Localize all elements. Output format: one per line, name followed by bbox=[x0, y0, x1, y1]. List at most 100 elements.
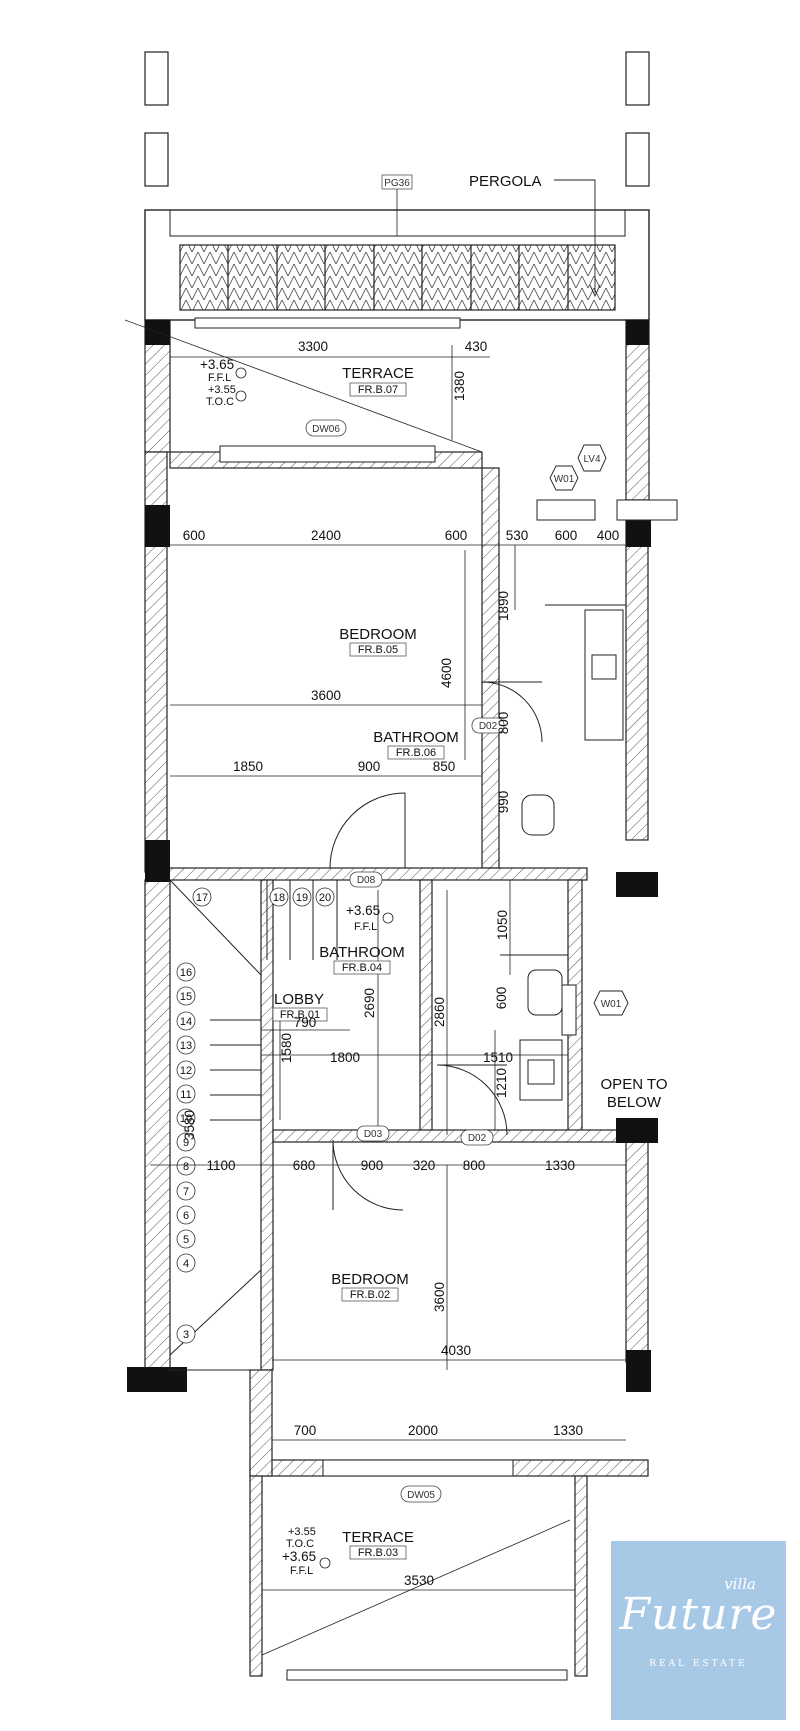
tag-d08: D08 bbox=[357, 875, 376, 886]
stair-step-circle bbox=[176, 1132, 196, 1152]
dim-1210: 1210 bbox=[494, 1068, 509, 1098]
stair-step-number: 8 bbox=[183, 1161, 189, 1173]
level-bot-toc-label: T.O.C bbox=[286, 1538, 314, 1550]
tag-w01-mid: W01 bbox=[601, 999, 622, 1010]
stair-step-number: 15 bbox=[180, 991, 192, 1003]
dim-3580: 3580 bbox=[182, 1110, 197, 1140]
dim-1510: 1510 bbox=[483, 1050, 513, 1065]
dim-600-v: 600 bbox=[494, 987, 509, 1010]
dim-800-h: 800 bbox=[463, 1158, 486, 1173]
room-code-terrace-top: FR.B.07 bbox=[358, 384, 398, 396]
stair-step-number: 16 bbox=[180, 967, 192, 979]
room-name-bathroom-mid: BATHROOM bbox=[319, 944, 405, 961]
stair-step-number: 17 bbox=[196, 892, 208, 904]
dim-4600: 4600 bbox=[439, 658, 454, 688]
room-code-bathroom-top: FR.B.06 bbox=[396, 747, 436, 759]
brand-name: Future bbox=[619, 1589, 778, 1640]
level-markers: +3.65 F.F.L +3.55 T.O.C +3.65 F.F.L +3.5… bbox=[200, 357, 394, 1577]
pergola-label: PERGOLA bbox=[469, 173, 542, 190]
dim-1800: 1800 bbox=[330, 1050, 360, 1065]
dim-400: 400 bbox=[597, 528, 620, 543]
dim-1050: 1050 bbox=[495, 910, 510, 940]
dim-790: 790 bbox=[294, 1015, 317, 1030]
dim-530: 530 bbox=[506, 528, 529, 543]
pergola: PG36 PERGOLA bbox=[144, 173, 650, 321]
dim-320: 320 bbox=[413, 1158, 436, 1173]
stair-step-number: 18 bbox=[273, 892, 285, 904]
dim-850: 850 bbox=[433, 759, 456, 774]
stair-step-number: 4 bbox=[183, 1258, 189, 1270]
tag-d03: D03 bbox=[364, 1129, 383, 1140]
dim-2400: 2400 bbox=[311, 528, 341, 543]
stair-step-circle bbox=[176, 1060, 196, 1080]
room-code-lobby: FR.B.01 bbox=[280, 1009, 320, 1021]
dim-430: 430 bbox=[465, 339, 488, 354]
stair-step-circle bbox=[176, 1035, 196, 1055]
structural-columns bbox=[127, 320, 658, 1392]
dim-600-b: 600 bbox=[445, 528, 468, 543]
bathroom-fixtures bbox=[500, 604, 626, 1101]
level-top-toc: +3.55 bbox=[208, 384, 236, 396]
dim-3300: 3300 bbox=[298, 339, 328, 354]
dim-3530: 3530 bbox=[404, 1573, 434, 1588]
stair-step-circle bbox=[176, 1084, 196, 1104]
element-tags: DW06 DW05 D08 D03 D02 D02 LV4 W01 W01 bbox=[305, 419, 629, 1503]
dimension-lines bbox=[150, 345, 626, 1591]
stair-step-circle bbox=[176, 1156, 196, 1176]
stair-step-circle bbox=[176, 1205, 196, 1225]
level-bot-ffl: +3.65 bbox=[282, 1549, 316, 1564]
open-to-below-line2: BELOW bbox=[607, 1094, 662, 1111]
dim-1380: 1380 bbox=[452, 371, 467, 401]
room-name-terrace-top: TERRACE bbox=[342, 365, 414, 382]
room-name-bedroom-bottom: BEDROOM bbox=[331, 1271, 409, 1288]
tag-d02-bottom: D02 bbox=[468, 1133, 487, 1144]
stair-step-circle bbox=[176, 962, 196, 982]
stair-step-number: 13 bbox=[180, 1040, 192, 1052]
room-labels: TERRACE FR.B.07 BEDROOM FR.B.05 BATHROOM… bbox=[272, 365, 668, 1560]
dim-2860: 2860 bbox=[432, 997, 447, 1027]
open-to-below-line1: OPEN TO bbox=[601, 1076, 668, 1093]
dim-1100: 1100 bbox=[206, 1158, 235, 1173]
stair-step-circle bbox=[176, 1181, 196, 1201]
dim-900-b: 900 bbox=[361, 1158, 384, 1173]
level-top-toc-label: T.O.C bbox=[206, 396, 234, 408]
room-code-bathroom-mid: FR.B.04 bbox=[342, 962, 382, 974]
dim-2690: 2690 bbox=[362, 988, 377, 1018]
dim-4030: 4030 bbox=[441, 1343, 471, 1358]
stair-step-number: 6 bbox=[183, 1210, 189, 1222]
tag-pg36: PG36 bbox=[384, 178, 410, 189]
top-columns bbox=[144, 51, 650, 187]
dim-600-a: 600 bbox=[183, 528, 206, 543]
brand-tagline: REAL ESTATE bbox=[649, 1659, 748, 1669]
stair-step-number: 5 bbox=[183, 1234, 189, 1246]
stair-step-number: 7 bbox=[183, 1186, 189, 1198]
level-bot-toc: +3.55 bbox=[288, 1526, 316, 1538]
stair-step-number: 3 bbox=[183, 1329, 189, 1341]
dim-700: 700 bbox=[294, 1423, 317, 1438]
stair-step-number: 19 bbox=[296, 892, 308, 904]
brand-superscript: villa bbox=[724, 1575, 756, 1593]
windows bbox=[194, 317, 678, 1681]
tag-w01-top: W01 bbox=[554, 474, 575, 485]
stair-step-circle bbox=[176, 1324, 196, 1344]
stair-step-circle bbox=[176, 986, 196, 1006]
level-mid-ffl: +3.65 bbox=[346, 903, 380, 918]
stair-step-number: 14 bbox=[180, 1016, 192, 1028]
dim-800-v: 800 bbox=[496, 712, 511, 735]
stair-step-number: 10 bbox=[180, 1113, 192, 1125]
stair-step-number: 20 bbox=[319, 892, 331, 904]
stair-step-circle bbox=[292, 887, 312, 907]
dim-990: 990 bbox=[496, 791, 511, 814]
tag-d02-top: D02 bbox=[479, 721, 498, 732]
tag-dw05: DW05 bbox=[407, 1490, 435, 1501]
room-code-bedroom-bottom: FR.B.02 bbox=[350, 1289, 390, 1301]
stair-step-circle bbox=[315, 887, 335, 907]
tag-lv4: LV4 bbox=[583, 454, 600, 465]
level-top-ffl: +3.65 bbox=[200, 357, 234, 372]
stair-step-circle bbox=[176, 1108, 196, 1128]
dim-3600-a: 3600 bbox=[311, 688, 341, 703]
level-mid-ffl-label: F.F.L bbox=[354, 921, 377, 933]
dim-2000: 2000 bbox=[408, 1423, 438, 1438]
stair-step-number: 9 bbox=[183, 1137, 189, 1149]
